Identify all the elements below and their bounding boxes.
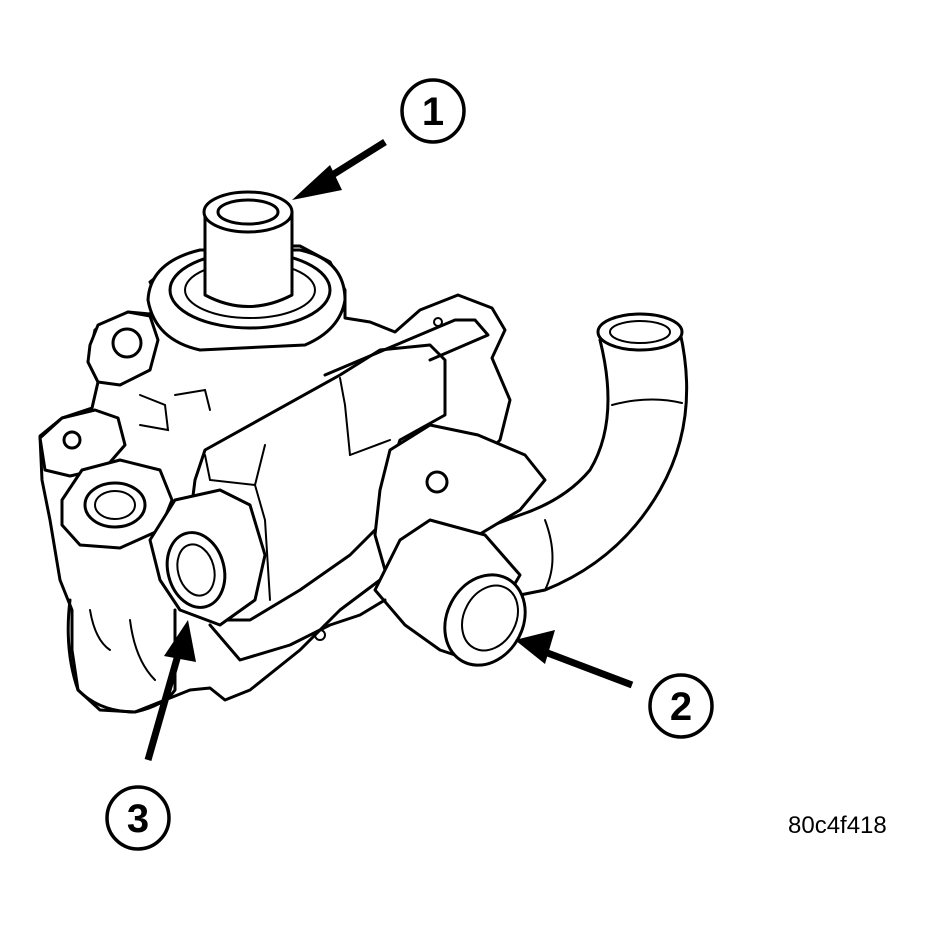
callout-2: 2 <box>648 673 714 739</box>
callout-3: 3 <box>105 785 171 851</box>
lower-left-bolt-hole <box>83 481 147 529</box>
fitting-2-face-inner <box>461 584 519 652</box>
callout-2-label: 2 <box>670 685 692 729</box>
callout-3-label: 3 <box>127 797 149 841</box>
upper-left-bolt-hole <box>111 327 143 359</box>
figure-code: 80c4f418 <box>788 812 887 839</box>
left-mount-ear <box>38 408 127 478</box>
base-plate <box>208 598 387 662</box>
callout-arrow-1 <box>292 139 387 200</box>
outlet-tube <box>203 210 294 308</box>
top-ridge <box>323 318 490 377</box>
fitting-3-bore-inner <box>176 543 216 597</box>
callout-1-label: 1 <box>422 90 444 134</box>
lower-left-bolt-hole-inner <box>94 490 136 520</box>
pump-illustration <box>38 190 689 714</box>
inlet-tube <box>478 330 689 597</box>
callout-1: 1 <box>400 78 466 144</box>
outlet-tube-bore <box>216 198 280 226</box>
fitting-2-face <box>443 573 527 667</box>
inlet-tube-opening <box>596 312 684 352</box>
inlet-tube-bore <box>609 320 671 344</box>
callout-arrow-2 <box>515 630 634 689</box>
left-bolt-hole <box>62 430 82 450</box>
callout-arrow-3 <box>144 620 196 761</box>
